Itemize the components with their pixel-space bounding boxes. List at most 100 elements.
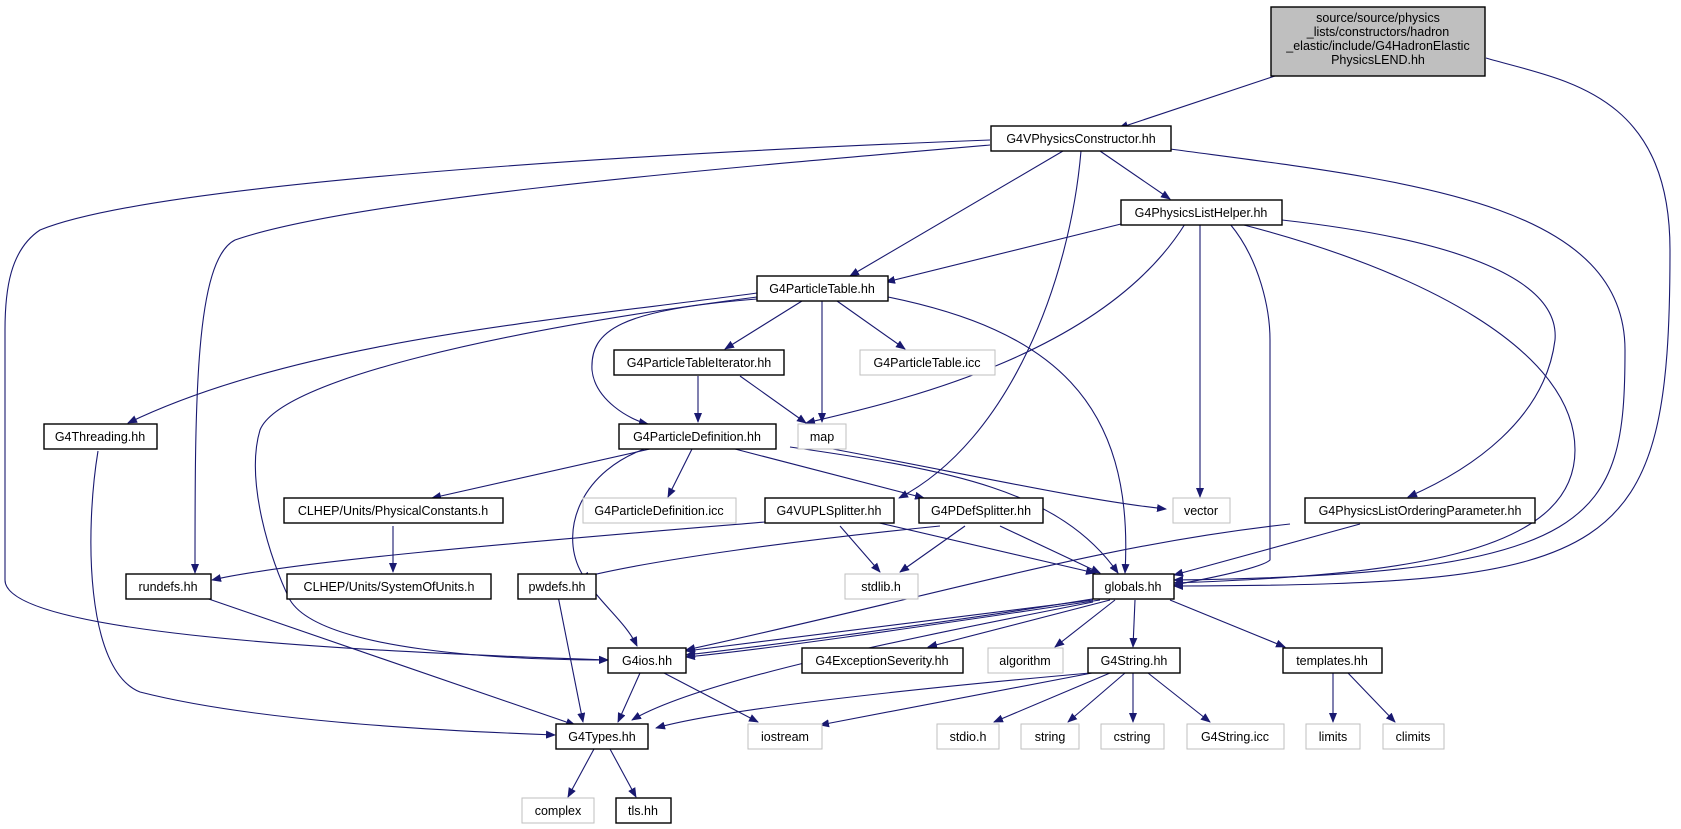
node-complex-box [521,797,595,824]
edge-ptable-ios [254,296,758,664]
edge-types-tls [609,748,637,798]
node-string-box [1020,723,1080,750]
node-g4particledefinition[interactable]: G4ParticleDefinition.hh [618,423,777,450]
node-clhep-systemofunits-box [286,573,492,600]
edge-pdef-ios [572,446,651,647]
node-g4particletable-icc-box [859,349,996,376]
node-limits-label: limits [1319,730,1347,744]
edge-root-globals [1173,57,1671,590]
edge-globals-excsev [927,599,1111,649]
node-g4string-box [1087,647,1181,674]
node-map-box [797,423,847,450]
node-tls[interactable]: tls.hh [615,797,672,824]
node-g4particletableiterator-label: G4ParticleTableIterator.hh [627,356,772,370]
node-cstring-label: cstring [1114,730,1151,744]
edge-pdef-physconst [431,448,651,500]
node-g4threading-label: G4Threading.hh [55,430,145,444]
node-complex: complex [521,797,595,824]
node-stdio-box [936,723,1000,750]
node-g4threading[interactable]: G4Threading.hh [43,423,158,450]
node-cstring: cstring [1100,723,1165,750]
node-iostream-label: iostream [761,730,809,744]
root-line-3: _elastic/include/G4HadronElastic [1285,39,1469,53]
node-g4vuplsplitter-label: G4VUPLSplitter.hh [777,504,882,518]
node-stdlib-label: stdlib.h [861,580,901,594]
edges [4,57,1671,798]
edge-vphys-globals [1169,148,1626,584]
node-g4types[interactable]: G4Types.hh [555,723,649,750]
node-g4particletable-box [756,275,889,302]
node-globals[interactable]: globals.hh [1092,573,1175,600]
root-line-4: PhysicsLEND.hh [1331,53,1425,67]
node-g4physicslisthelper[interactable]: G4PhysicsListHelper.hh [1120,199,1283,226]
edge-types-complex [567,748,595,798]
edge-globals-templates [1169,599,1286,648]
root-line-1: source/source/physics [1316,11,1440,25]
node-templates[interactable]: templates.hh [1282,647,1383,674]
node-rundefs[interactable]: rundefs.hh [125,573,212,600]
edge-plh-pdef [805,223,1186,425]
node-g4particletable[interactable]: G4ParticleTable.hh [756,275,889,302]
node-g4particledefinition-box [618,423,777,450]
node-g4exceptionseverity[interactable]: G4ExceptionSeverity.hh [801,647,964,674]
edge-ios-iostream [663,672,759,723]
edge-vphys-ios [4,139,991,664]
node-g4string-icc-box [1186,723,1285,750]
edge-plh-ios [685,223,1271,658]
edge-vupl-stdlib [839,525,881,573]
edge-ordparam-ios [685,523,1291,652]
node-climits-label: climits [1396,730,1431,744]
edge-pdefsplit-globals [999,525,1101,574]
node-string: string [1020,723,1080,750]
node-stdlib: stdlib.h [844,573,919,600]
node-g4particledefinition-icc-box [582,497,737,524]
node-g4string[interactable]: G4String.hh [1087,647,1181,674]
node-map: map [797,423,847,450]
node-globals-box [1092,573,1175,600]
node-g4pdefsplitter-label: G4PDefSplitter.hh [931,504,1031,518]
root-node-box [1270,6,1486,77]
edge-globals-string [1129,599,1138,648]
edge-string-iostream [819,672,1093,728]
edge-vphys-plh [1099,150,1171,200]
node-g4physicslistorderingparameter[interactable]: G4PhysicsListOrderingParameter.hh [1304,497,1536,524]
edge-ordparam-globals [1173,523,1361,577]
node-g4vuplsplitter[interactable]: G4VUPLSplitter.hh [764,497,895,524]
node-complex-label: complex [535,804,582,818]
edge-vphys-rundefs [191,144,991,574]
node-g4string-label: G4String.hh [1101,654,1168,668]
edge-rundefs-types [199,595,576,726]
node-g4ios-box [607,647,687,674]
edge-plh-globals [1173,223,1576,587]
node-g4exceptionseverity-box [801,647,964,674]
node-clhep-physicalconstants-box [283,497,504,524]
node-vector: vector [1172,497,1231,524]
node-templates-label: templates.hh [1296,654,1368,668]
node-g4types-label: G4Types.hh [568,730,635,744]
root-line-2: _lists/constructors/hadron [1306,25,1449,39]
edge-root-vphys [1118,75,1276,129]
node-iostream-box [747,723,823,750]
node-g4pdefsplitter[interactable]: G4PDefSplitter.hh [918,497,1044,524]
node-g4ios[interactable]: G4ios.hh [607,647,687,674]
node-tls-box [615,797,672,824]
edge-pdef-vector [799,442,1167,513]
node-algorithm-box [987,647,1064,674]
node-g4particletable-icc-label: G4ParticleTable.icc [874,356,981,370]
edge-pwdefs-types [557,595,586,723]
edge-pdefsplit-stdlib [899,525,966,573]
node-pwdefs-box [517,573,597,600]
node-clhep-physicalconstants[interactable]: CLHEP/Units/PhysicalConstants.h [283,497,504,524]
node-g4types-box [555,723,649,750]
edge-globals-ios [685,599,1094,654]
node-clhep-systemofunits[interactable]: CLHEP/Units/SystemOfUnits.h [286,573,492,600]
node-pwdefs[interactable]: pwdefs.hh [517,573,597,600]
node-clhep-physicalconstants-label: CLHEP/Units/PhysicalConstants.h [298,504,488,518]
root-node: source/source/physics _lists/constructor… [1270,6,1486,77]
node-clhep-systemofunits-label: CLHEP/Units/SystemOfUnits.h [304,580,475,594]
edge-globals-algorithm [1054,599,1116,648]
node-vector-label: vector [1184,504,1218,518]
node-g4particletableiterator[interactable]: G4ParticleTableIterator.hh [613,349,785,376]
node-g4pdefsplitter-box [918,497,1044,524]
node-g4vphysicsconstructor[interactable]: G4VPhysicsConstructor.hh [990,125,1172,152]
